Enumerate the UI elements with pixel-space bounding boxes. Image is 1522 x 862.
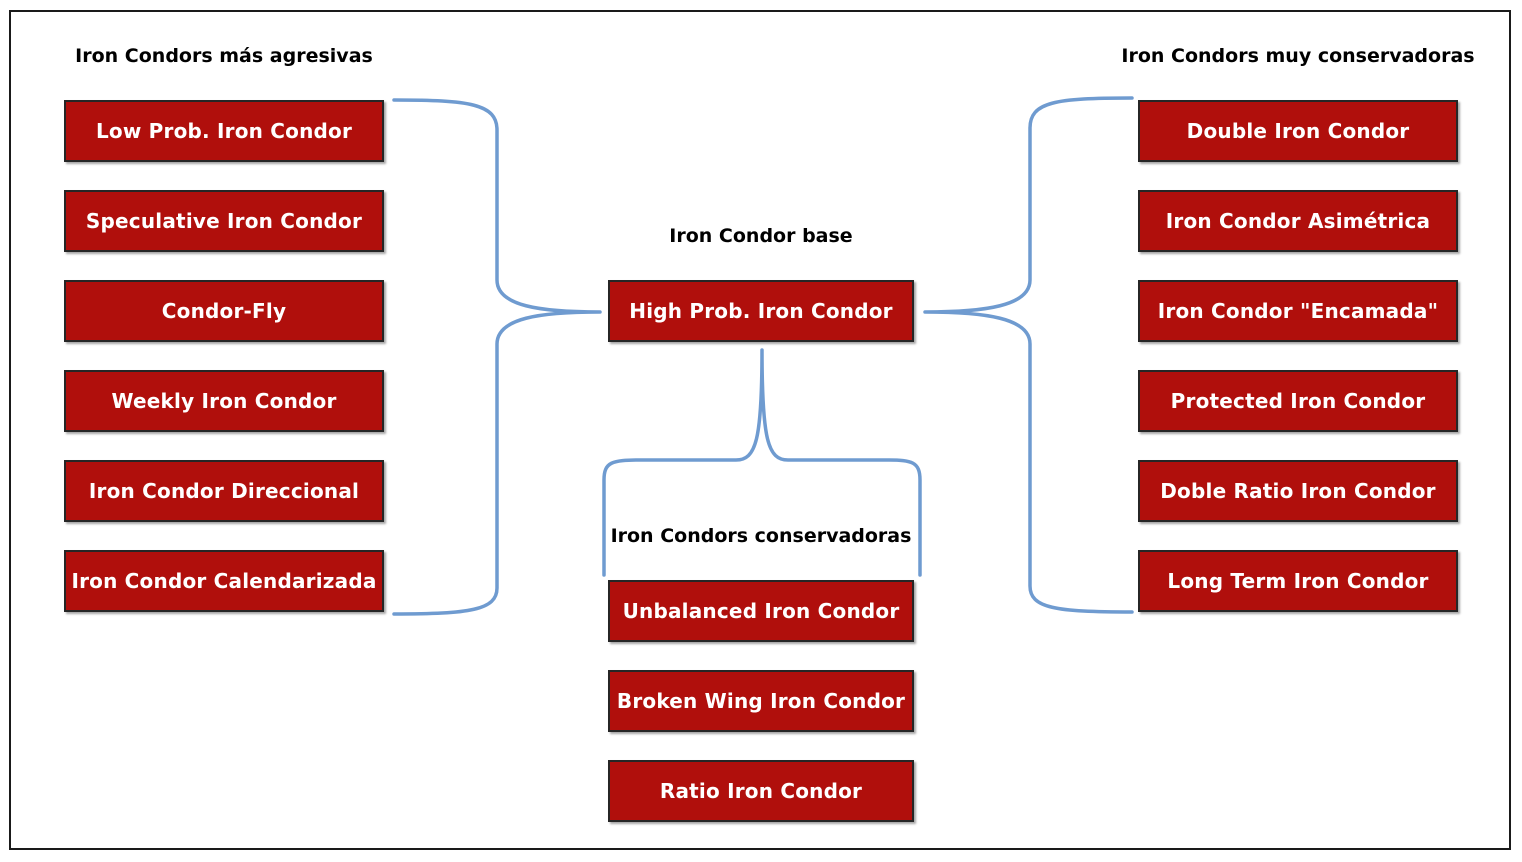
node-iron-condor-asimetrica: Iron Condor Asimétrica — [1138, 190, 1458, 252]
node-low-prob-iron-condor: Low Prob. Iron Condor — [64, 100, 384, 162]
node-speculative-iron-condor: Speculative Iron Condor — [64, 190, 384, 252]
heading-aggressive: Iron Condors más agresivas — [75, 45, 373, 67]
node-weekly-iron-condor: Weekly Iron Condor — [64, 370, 384, 432]
node-unbalanced-iron-condor: Unbalanced Iron Condor — [608, 580, 914, 642]
node-condor-fly: Condor-Fly — [64, 280, 384, 342]
node-doble-ratio-iron-condor: Doble Ratio Iron Condor — [1138, 460, 1458, 522]
node-ratio-iron-condor: Ratio Iron Condor — [608, 760, 914, 822]
node-iron-condor-encamada: Iron Condor "Encamada" — [1138, 280, 1458, 342]
heading-very-conservative: Iron Condors muy conservadoras — [1121, 45, 1475, 67]
node-protected-iron-condor: Protected Iron Condor — [1138, 370, 1458, 432]
node-broken-wing-iron-condor: Broken Wing Iron Condor — [608, 670, 914, 732]
node-iron-condor-direccional: Iron Condor Direccional — [64, 460, 384, 522]
heading-base: Iron Condor base — [669, 225, 853, 247]
node-iron-condor-calendarizada: Iron Condor Calendarizada — [64, 550, 384, 612]
heading-conservative: Iron Condors conservadoras — [610, 525, 912, 547]
diagram-frame — [9, 10, 1511, 850]
node-double-iron-condor: Double Iron Condor — [1138, 100, 1458, 162]
node-long-term-iron-condor: Long Term Iron Condor — [1138, 550, 1458, 612]
node-high-prob-iron-condor: High Prob. Iron Condor — [608, 280, 914, 342]
